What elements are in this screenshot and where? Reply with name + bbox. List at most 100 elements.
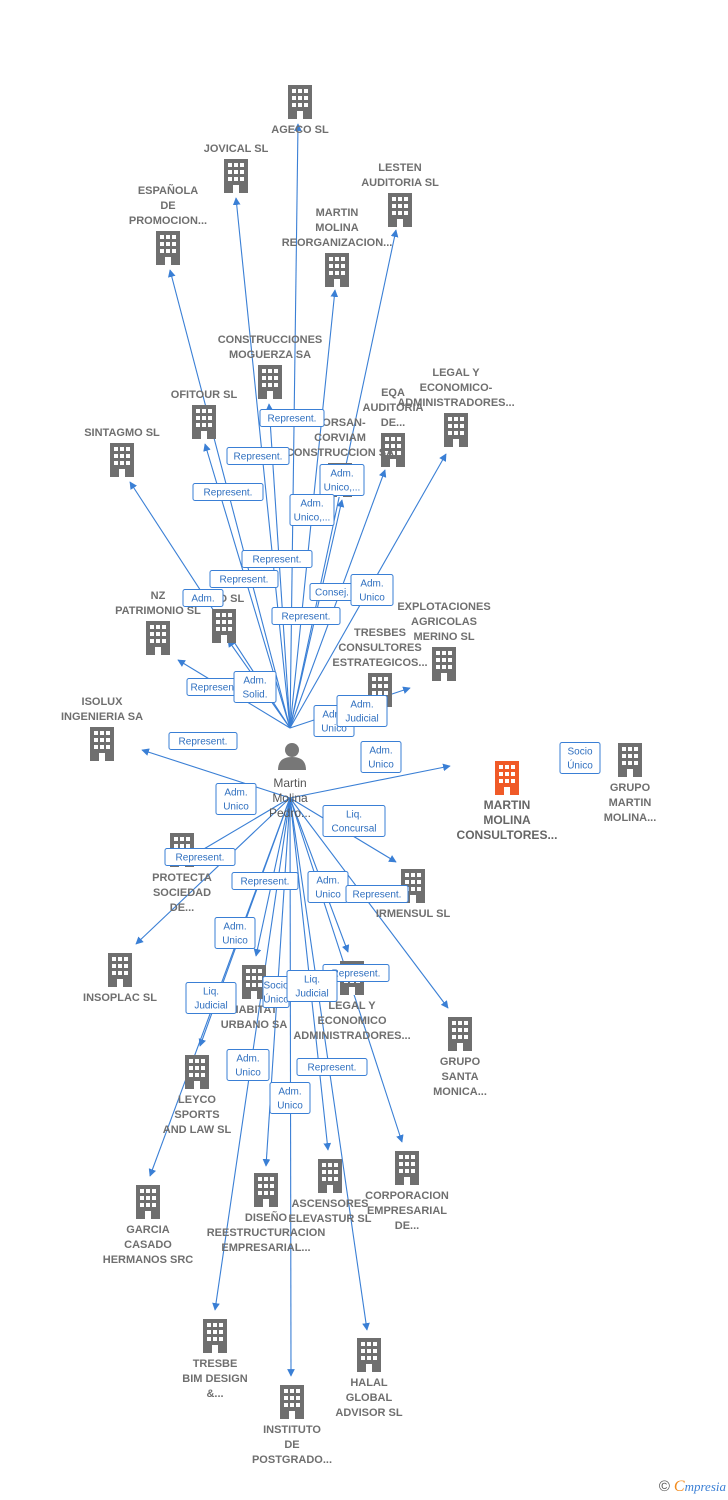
relation-label-text: Represent. bbox=[191, 683, 240, 694]
relation-label-text: Adm. bbox=[224, 788, 247, 799]
company-node-ofitour[interactable]: OFITOUR SL bbox=[171, 389, 238, 439]
relation-label: Adm. Unico bbox=[269, 1082, 311, 1114]
company-label-line: MOLINA bbox=[483, 813, 531, 827]
company-label-line: EXPLOTACIONES bbox=[397, 601, 490, 613]
building-icon bbox=[395, 1151, 419, 1185]
person-name-line: Martin bbox=[273, 776, 306, 790]
edge-labels-layer: Represent.Represent.Adm.Unico,...Represe… bbox=[164, 409, 601, 1114]
relation-label-text: Solid. bbox=[242, 690, 267, 701]
company-label-line: AUDITORIA bbox=[363, 402, 424, 414]
company-node-diseno[interactable]: DISEÑOREESTRUCTURACIONEMPRESARIAL... bbox=[207, 1173, 326, 1254]
company-node-mmconsultores[interactable]: MARTINMOLINACONSULTORES... bbox=[457, 761, 558, 842]
company-node-corporacion[interactable]: CORPORACION EMPRESARIAL DE... bbox=[365, 1151, 449, 1232]
company-node-jovical[interactable]: JOVICAL SL bbox=[204, 143, 269, 193]
building-icon bbox=[224, 159, 248, 193]
relation-label-text: Represent. bbox=[204, 488, 253, 499]
company-node-grupo_santa[interactable]: GRUPOSANTAMONICA... bbox=[433, 1017, 487, 1098]
company-node-legal1[interactable]: LEGAL YECONOMICO-ADMINISTRADORES... bbox=[397, 367, 515, 447]
relation-label-text: Adm. bbox=[369, 746, 392, 757]
company-label-line: HERMANOS SRC bbox=[103, 1254, 194, 1266]
relation-label: Adm.Unico bbox=[215, 783, 257, 815]
relation-label: Adm. Unico bbox=[226, 1049, 270, 1081]
company-label-line: EMPRESARIAL bbox=[367, 1205, 447, 1217]
company-label-line: OFITOUR SL bbox=[171, 389, 238, 401]
company-label-line: LESTEN bbox=[378, 162, 421, 174]
relation-label-text: Adm. bbox=[278, 1087, 301, 1098]
relation-label: Represent. bbox=[192, 483, 264, 501]
company-node-sintagmo[interactable]: SINTAGMO SL bbox=[84, 427, 160, 477]
relation-edge-protecta bbox=[191, 797, 291, 857]
company-label-line: DE... bbox=[395, 1220, 419, 1232]
company-label-line: GLOBAL bbox=[346, 1392, 393, 1404]
relation-label-text: Unico,... bbox=[324, 483, 361, 494]
relation-label-text: Unico bbox=[359, 593, 385, 604]
relation-label-text: Represent. bbox=[253, 555, 302, 566]
relation-label-text: Unico bbox=[277, 1101, 303, 1112]
relation-label-text: Unico bbox=[315, 890, 341, 901]
company-label-line: POSTGRADO... bbox=[252, 1454, 332, 1466]
company-label-line: URBANO SA bbox=[221, 1019, 288, 1031]
relation-label-text: Unico bbox=[235, 1068, 261, 1079]
brand-name: mpresia bbox=[684, 1479, 726, 1494]
center-person[interactable]: Martin Molina Pedro... bbox=[269, 743, 311, 820]
company-label-line: INSOPLAC SL bbox=[83, 992, 157, 1004]
company-label-line: CORPORACION bbox=[365, 1190, 449, 1202]
company-node-ageco[interactable]: AGECO SL bbox=[271, 85, 329, 136]
company-label-line: DE... bbox=[381, 417, 405, 429]
relation-label-text: Único bbox=[263, 993, 289, 1006]
building-icon bbox=[448, 1017, 472, 1051]
building-icon bbox=[110, 443, 134, 477]
company-node-espanola[interactable]: ESPAÑOLADEPROMOCION... bbox=[129, 184, 207, 265]
company-label-line: TRESBE bbox=[193, 1358, 238, 1370]
company-node-insoplac[interactable]: INSOPLAC SL bbox=[83, 953, 157, 1004]
building-icon bbox=[618, 743, 642, 777]
company-node-irmensul[interactable]: IRMENSUL SL bbox=[376, 869, 451, 920]
company-node-eqa[interactable]: EQAAUDITORIADE... bbox=[363, 387, 424, 467]
relation-label: Liq. Concursal bbox=[322, 805, 386, 837]
relation-label-text: Adm. bbox=[191, 594, 214, 605]
company-label-line: SINTAGMO SL bbox=[84, 427, 160, 439]
relation-label-text: Liq. bbox=[304, 975, 320, 986]
relation-label-text: Liq. bbox=[346, 810, 362, 821]
company-node-grupo_mm[interactable]: GRUPOMARTINMOLINA... bbox=[604, 743, 657, 824]
building-icon bbox=[254, 1173, 278, 1207]
company-node-tresbe_cons[interactable]: TRESBESCONSULTORESESTRATEGICOS... bbox=[332, 627, 428, 707]
relation-edge-isolux bbox=[141, 748, 291, 799]
company-label-line: SPORTS bbox=[174, 1109, 219, 1121]
company-label-line: BIM DESIGN bbox=[182, 1373, 247, 1385]
relation-label: Represent. bbox=[231, 872, 299, 890]
relation-label-text: Judicial bbox=[345, 714, 378, 725]
building-icon bbox=[318, 1159, 342, 1193]
building-icon bbox=[495, 761, 519, 795]
relation-label: Adm.Unico,... bbox=[289, 494, 335, 526]
company-label-line: CASADO bbox=[124, 1239, 172, 1251]
company-node-instituto[interactable]: INSTITUTODEPOSTGRADO... bbox=[252, 1385, 332, 1466]
company-label-line: INSTITUTO bbox=[263, 1424, 321, 1436]
brand-initial: C bbox=[673, 1478, 685, 1495]
company-label-line: MARTIN bbox=[484, 798, 531, 812]
relation-label-text: Adm. bbox=[236, 1054, 259, 1065]
company-node-mmreorg[interactable]: MARTINMOLINAREORGANIZACION... bbox=[282, 207, 393, 287]
relation-label: Adm.Solid. bbox=[233, 671, 277, 703]
company-node-protecta[interactable]: PROTECTASOCIEDADDE... bbox=[152, 833, 212, 914]
company-label-line: TRESBES bbox=[354, 627, 406, 639]
relation-label-text: Represent. bbox=[179, 737, 228, 748]
relation-label: Adm.Unico bbox=[307, 871, 349, 903]
person-icon bbox=[278, 743, 306, 770]
relation-label-text: Concursal bbox=[331, 824, 376, 835]
company-node-legal2[interactable]: LEGAL YECONOMICOADMINISTRADORES... bbox=[293, 961, 411, 1042]
relation-label: Liq.Judicial bbox=[185, 982, 237, 1014]
building-icon bbox=[388, 193, 412, 227]
